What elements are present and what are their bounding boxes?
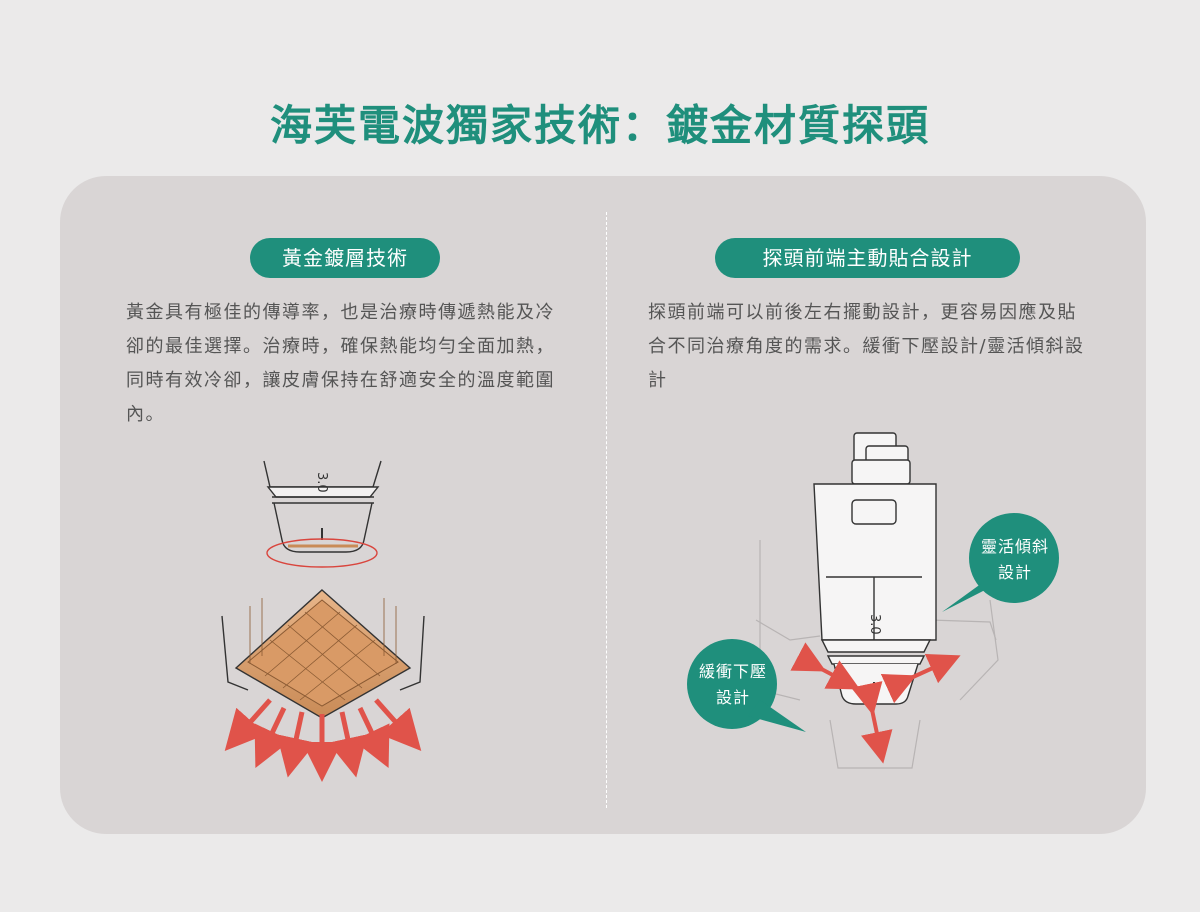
heat-arrows: [224, 698, 422, 782]
bubble-press-label: 緩衝下壓 設計: [698, 662, 767, 707]
bubble-press: [687, 639, 806, 732]
highlight-ring: [266, 538, 378, 568]
page-title: 海芙電波獨家技術：鍍金材質探頭: [269, 101, 930, 150]
right-heading-pill: 探頭前端主動貼合設計: [715, 238, 1020, 278]
left-heading-pill: 黃金鍍層技術: [250, 238, 440, 278]
bubble-tilt: [942, 513, 1059, 612]
bubble-tilt-label: 靈活傾斜 設計: [980, 537, 1049, 582]
tilting-probe: [813, 432, 937, 705]
left-description: 黃金具有極佳的傳導率，也是治療時傳遞熱能及冷卻的最佳選擇。治療時，確保熱能均勻全…: [126, 302, 555, 425]
motion-arrows: [790, 642, 961, 764]
column-divider: [606, 212, 607, 808]
right-probe-label: 3.0: [867, 614, 882, 635]
gold-plate: [221, 589, 425, 719]
left-probe-label: 3.0: [314, 472, 329, 493]
gold-probe-tip: [263, 460, 382, 553]
right-description: 探頭前端可以前後左右擺動設計，更容易因應及貼合不同治療角度的需求。緩衝下壓設計/…: [648, 302, 1085, 391]
